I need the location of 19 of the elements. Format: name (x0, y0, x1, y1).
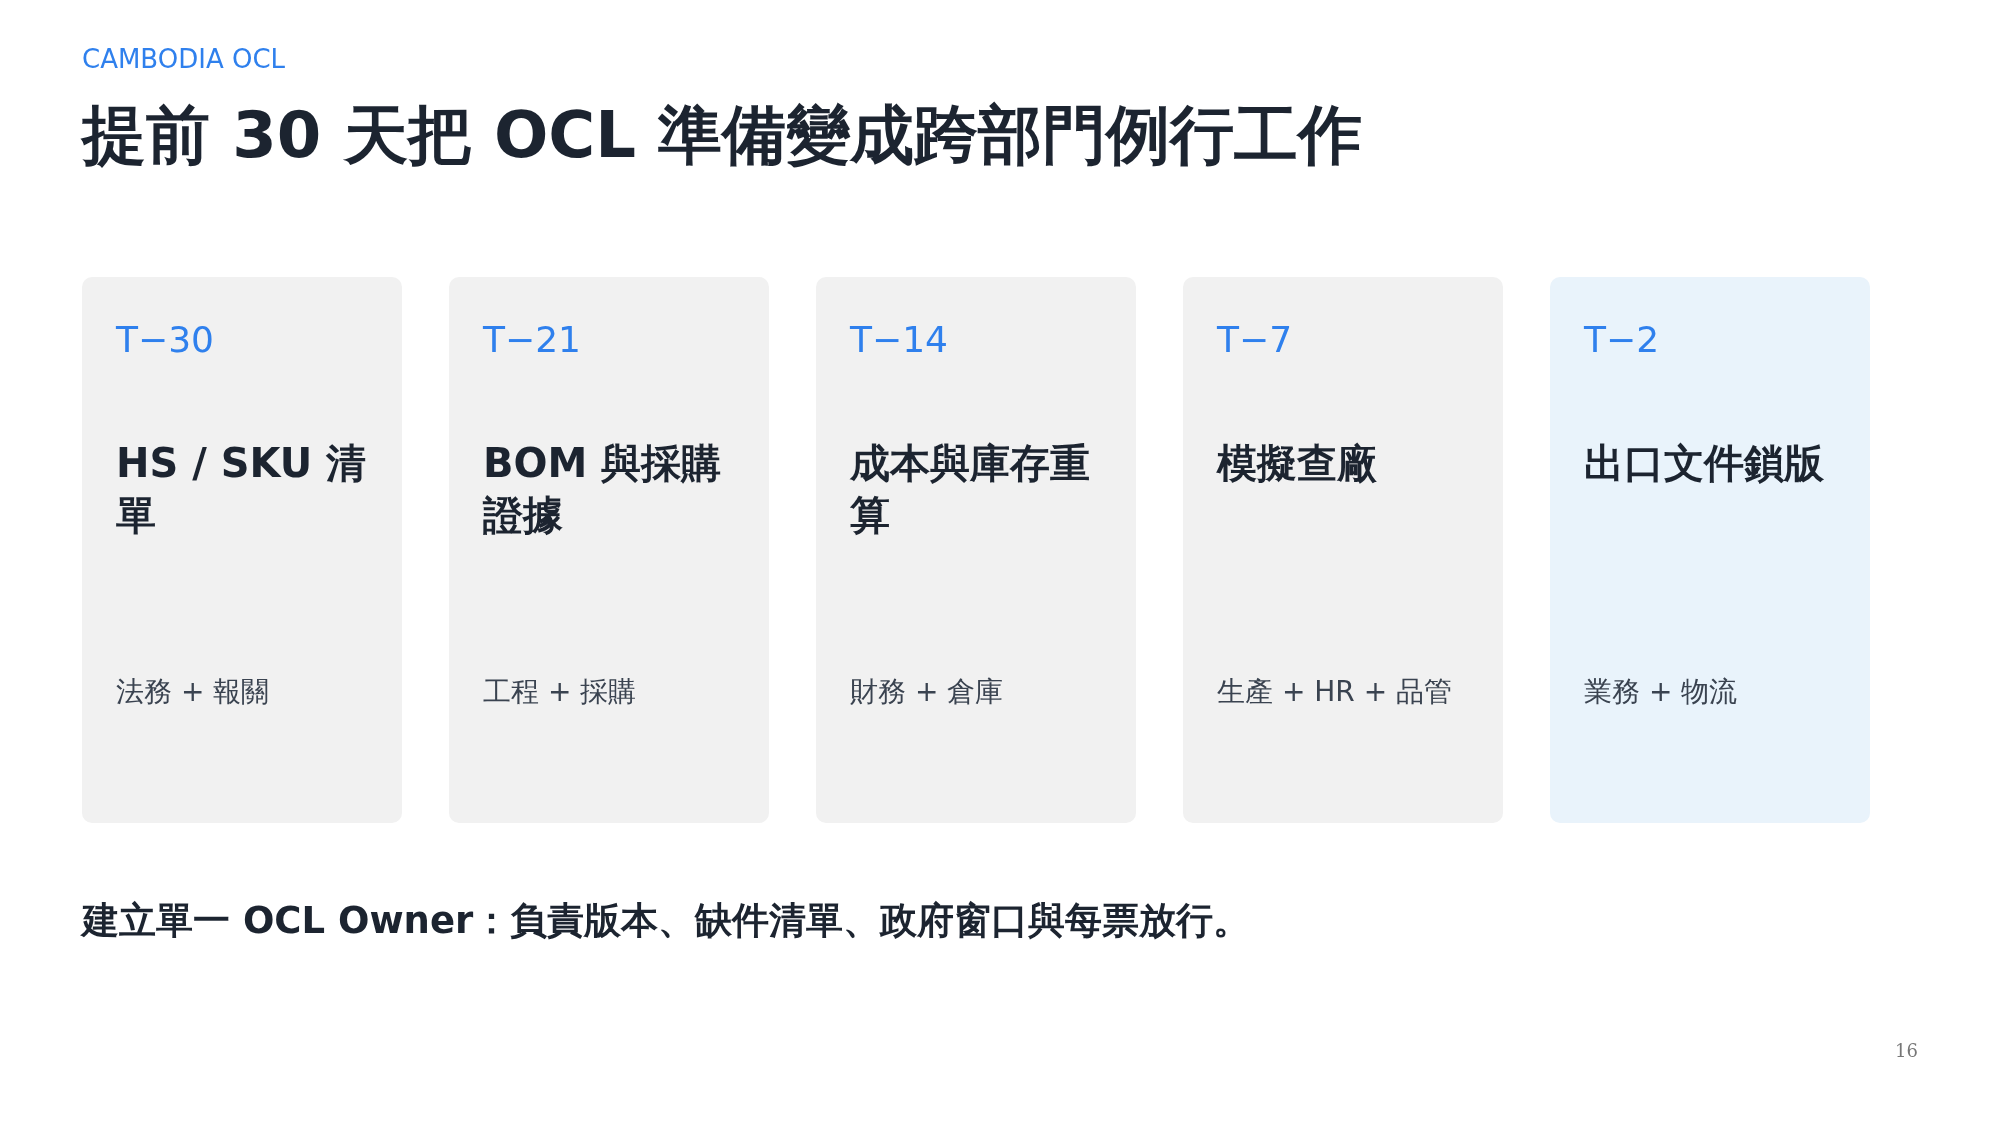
kicker-label: CAMBODIA OCL (82, 44, 286, 74)
team-label: 業務 + 物流 (1584, 674, 1738, 710)
step-title: BOM 與採購證據 (483, 439, 723, 540)
step-label: T−7 (1217, 319, 1293, 360)
team-label: 工程 + 採購 (483, 674, 637, 710)
step-title: 模擬查廠 (1217, 439, 1378, 488)
page-number: 16 (1895, 1040, 1918, 1061)
step-label: T−21 (483, 319, 581, 360)
step-label: T−14 (850, 319, 948, 360)
team-label: 生產 + HR + 品管 (1217, 674, 1453, 710)
step-label: T−30 (116, 319, 214, 360)
step-label: T−2 (1584, 319, 1660, 360)
step-title: 成本與庫存重算 (850, 439, 1091, 540)
step-title: 出口文件鎖版 (1584, 439, 1825, 488)
team-label: 法務 + 報關 (116, 674, 270, 710)
footer-note: 建立單一 OCL Owner：負責版本、缺件清單、政府窗口與每票放行。 (82, 898, 1251, 944)
step-title: HS / SKU 清單 (116, 439, 368, 540)
slide-title: 提前 30 天把 OCL 準備變成跨部門例行工作 (82, 97, 1363, 174)
team-label: 財務 + 倉庫 (850, 674, 1004, 710)
